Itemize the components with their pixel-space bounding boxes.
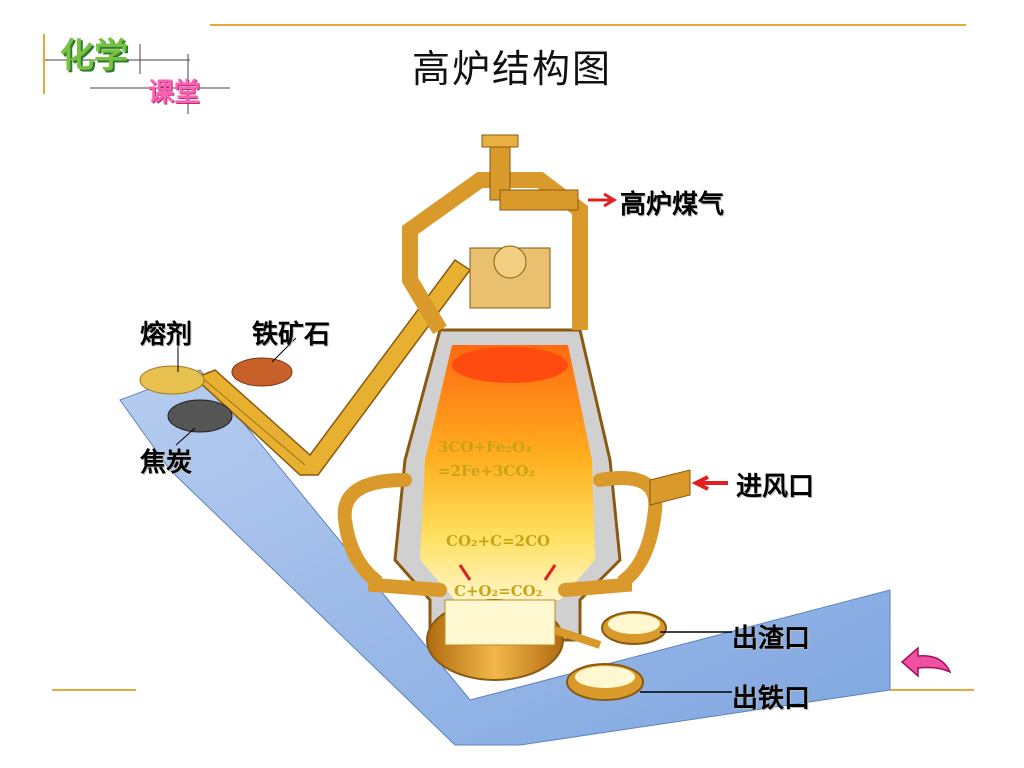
bustle-pipe (337, 473, 447, 597)
back-arrow-icon (900, 646, 952, 678)
label-iron-ore: 铁矿石 (252, 320, 331, 350)
air-arrow-icon (691, 475, 728, 491)
furnace-core (420, 345, 595, 600)
label-air-inlet: 进风口 (736, 472, 815, 502)
equation-3: C+O₂=CO₂ (454, 582, 543, 600)
ore-pile (231, 357, 293, 387)
label-blast-gas: 高炉煤气 (620, 190, 725, 220)
logo-grid-icon (43, 34, 230, 114)
label-slag-outlet: 出渣口 (732, 624, 811, 654)
gas-arrow-icon (588, 192, 617, 208)
label-coke: 焦炭 (140, 448, 193, 478)
gas-outlet-pipe (499, 189, 579, 211)
charging-incline (193, 258, 472, 476)
flux-pile (139, 365, 205, 395)
label-flux: 熔剂 (140, 320, 193, 350)
label-iron-outlet: 出铁口 (732, 684, 811, 714)
logo: 化学 课堂 (40, 24, 240, 116)
logo-line2: 课堂 (148, 78, 201, 108)
equation-1a: 3CO+Fe₂O₃ (438, 438, 532, 456)
bottom-rule-right (890, 689, 974, 691)
equation-1b: =2Fe+3CO₂ (438, 462, 535, 480)
ground-belt (119, 369, 891, 746)
logo-line1: 化学 (60, 36, 128, 76)
coke-pile (167, 399, 233, 433)
page-title: 高炉结构图 (411, 47, 612, 91)
bottom-rule-left (52, 689, 136, 691)
top-rule (210, 24, 966, 26)
equation-2: CO₂+C=2CO (446, 532, 551, 550)
back-button[interactable] (898, 644, 954, 684)
